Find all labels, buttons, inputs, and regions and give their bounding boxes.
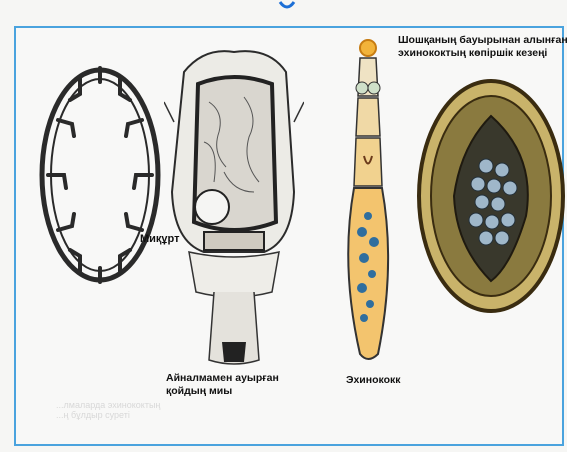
brain-caption-line2: қойдың миы [166, 385, 279, 398]
hook-crown-illustration [30, 50, 170, 300]
liver-caption-line2: эхинококтың көпіршік кезеңі [398, 47, 567, 60]
echinococcus-label: Эхинококк [346, 374, 401, 387]
top-blue-mark [278, 0, 296, 12]
faint-caption: ...лмаларда эхинококтың ...ң бұлдыр суре… [56, 400, 160, 420]
faint-caption-line1: ...лмаларда эхинококтың [56, 400, 160, 410]
echinococcus-illustration [334, 36, 414, 366]
liver-cyst-illustration [416, 76, 566, 316]
cyst-label: Миқұрт [140, 233, 180, 246]
brain-caption: Айналмамен ауырған қойдың миы [166, 372, 279, 398]
faint-caption-line2: ...ң бұлдыр суреті [56, 410, 160, 420]
sheep-brain-illustration [164, 42, 304, 372]
brain-caption-line1: Айналмамен ауырған [166, 372, 279, 385]
liver-caption-line1: Шошқаның бауырынан алынған [398, 34, 567, 47]
figure-frame: Миқұрт Айналмамен ауырған қойдың миы Эхи… [14, 26, 564, 446]
liver-caption: Шошқаның бауырынан алынған эхинококтың к… [398, 34, 567, 60]
